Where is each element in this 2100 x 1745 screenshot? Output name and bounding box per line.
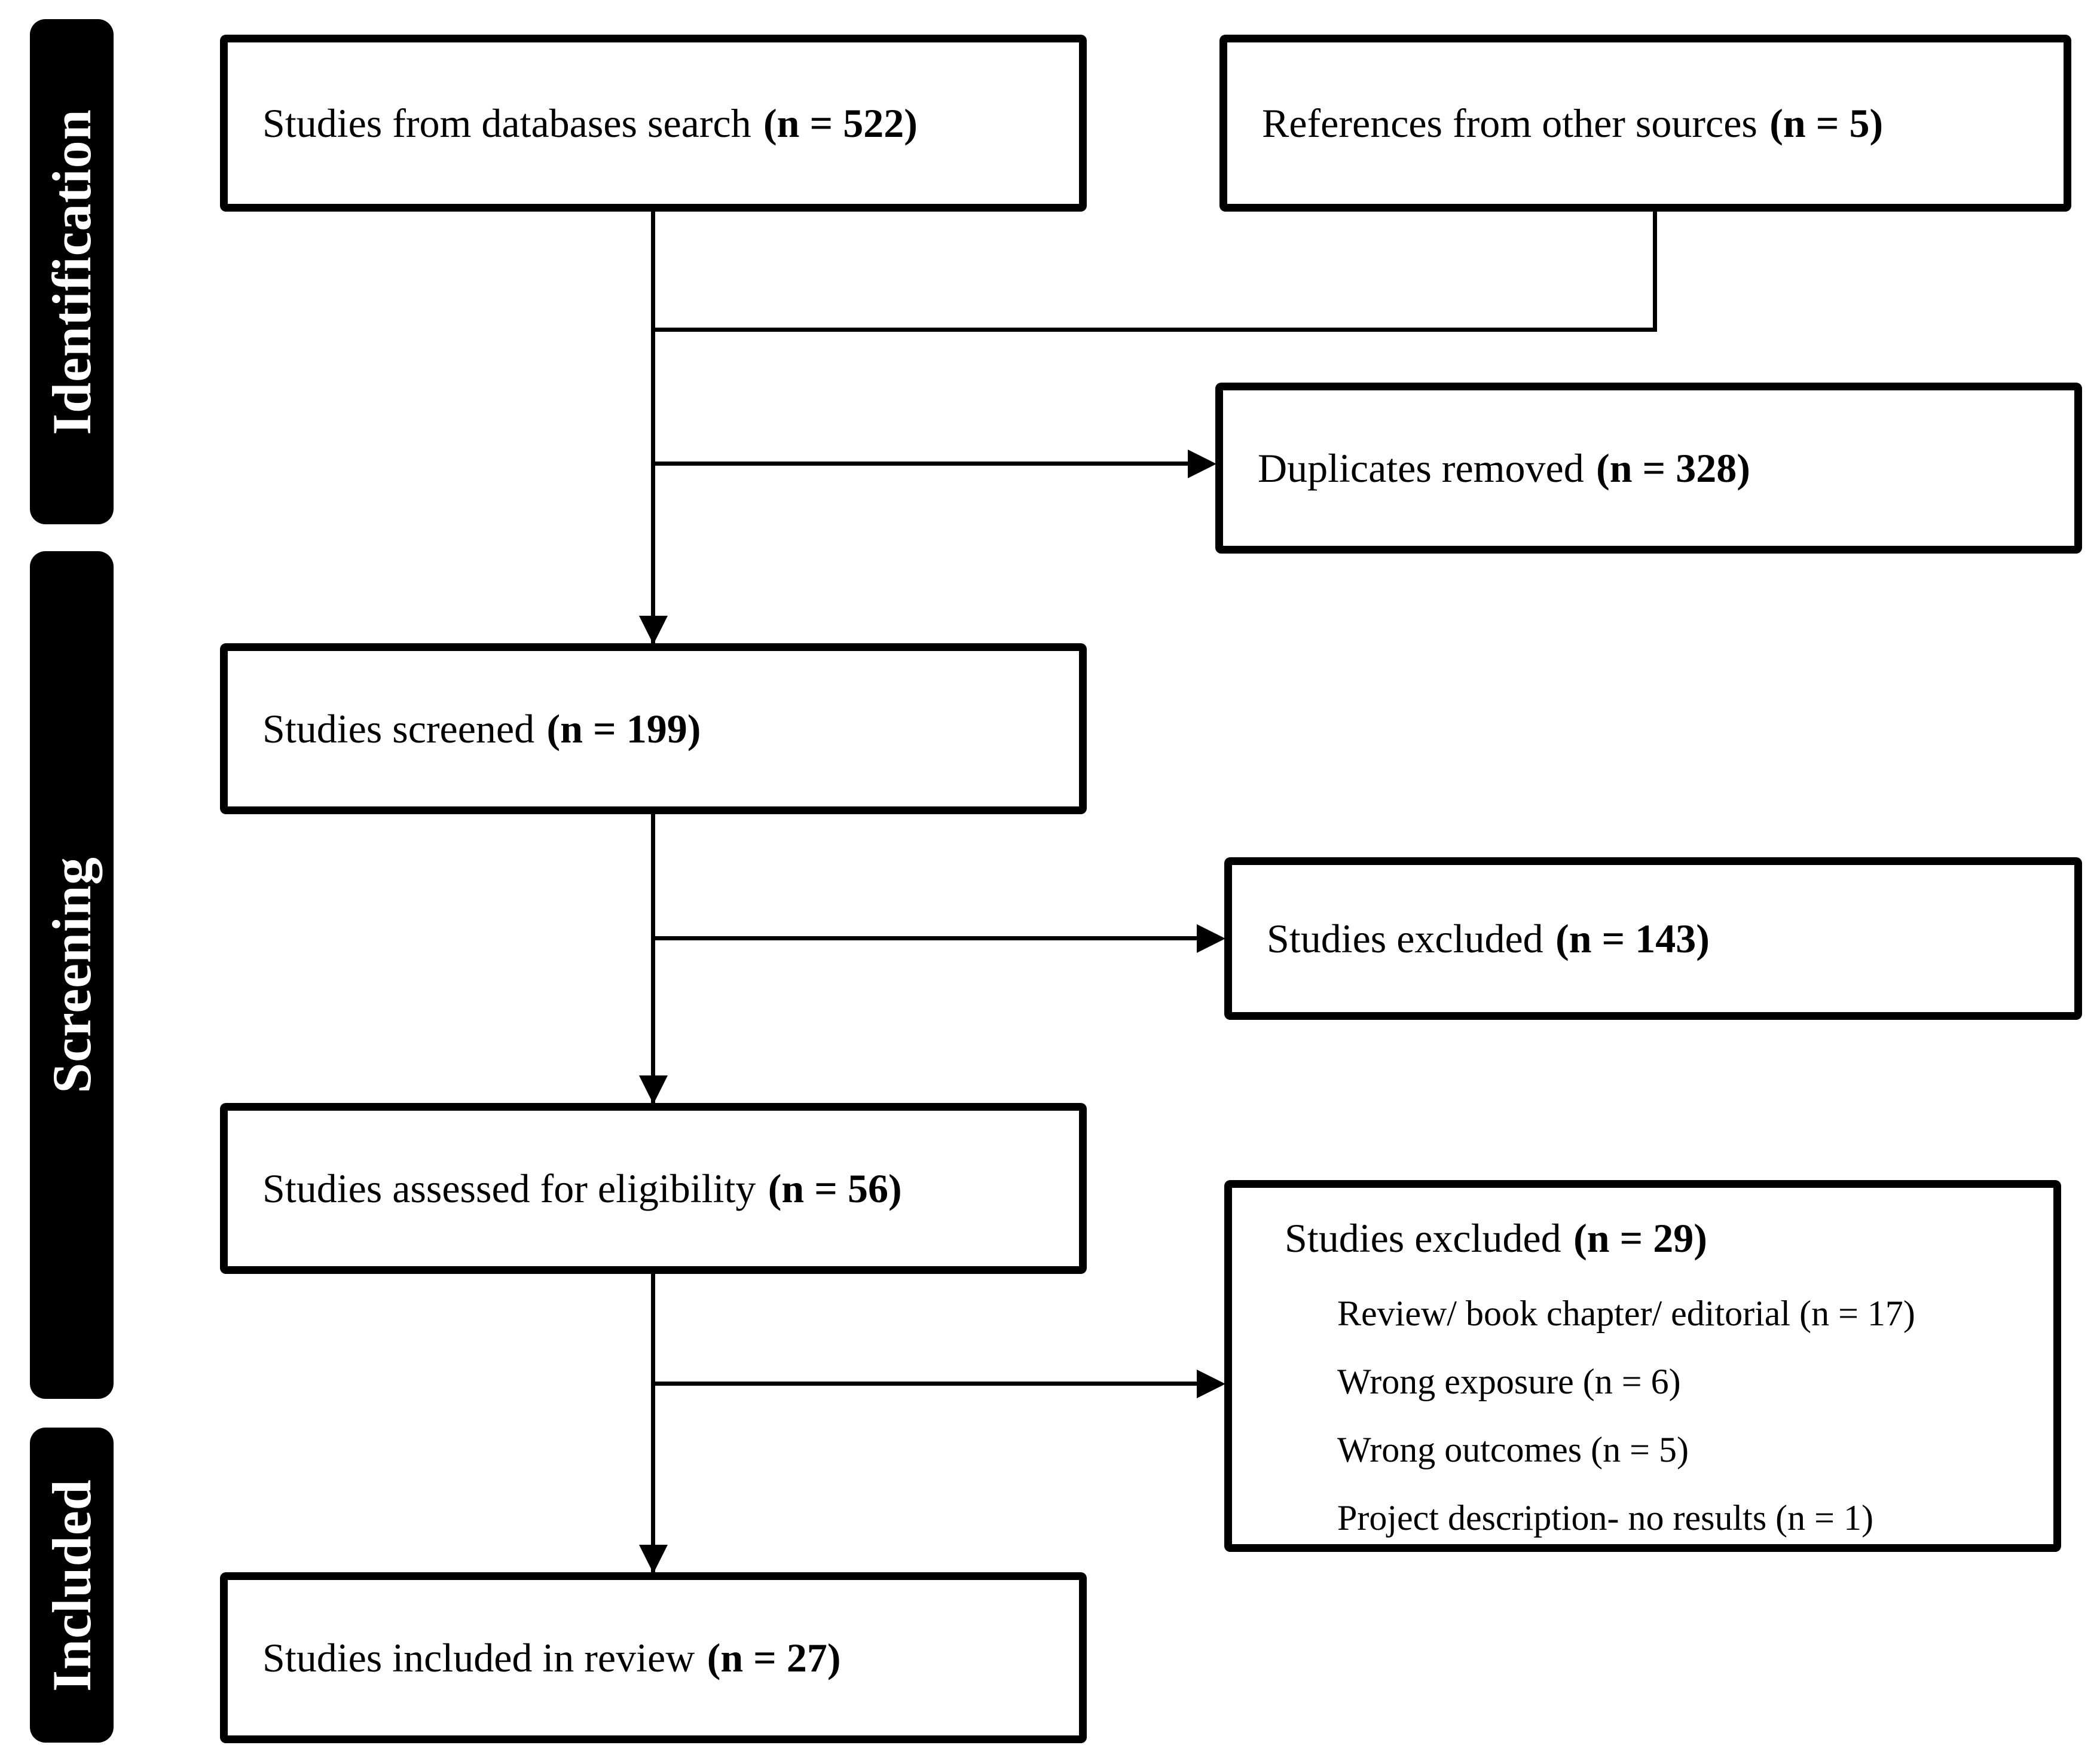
arrowhead-into-screened-icon bbox=[639, 616, 668, 644]
box-excluded-screening-count: (n = 143) bbox=[1555, 915, 1710, 961]
connector-eligibility-to-included bbox=[651, 1274, 655, 1575]
box-assessed-eligibility: Studies assessed for eligibility (n = 56) bbox=[220, 1103, 1087, 1274]
box-other-sources-label: References from other sources bbox=[1262, 100, 1757, 146]
box-duplicates-removed: Duplicates removed (n = 328) bbox=[1215, 383, 2082, 554]
box-assessed-eligibility-label: Studies assessed for eligibility bbox=[262, 1165, 756, 1211]
exclusion-reason-item: Wrong outcomes (n = 5) bbox=[1337, 1430, 1689, 1469]
box-other-sources-text: References from other sources (n = 5) bbox=[1227, 98, 1883, 149]
stage-label-included: Included bbox=[41, 1478, 103, 1692]
box-other-sources-count: (n = 5) bbox=[1769, 100, 1884, 146]
box-excluded-eligibility-label: Studies excluded bbox=[1285, 1215, 1561, 1261]
box-included-in-review-count: (n = 27) bbox=[707, 1634, 841, 1680]
connector-other-sources-drop bbox=[1653, 212, 1657, 332]
connector-databases-to-screened bbox=[651, 212, 655, 646]
box-assessed-eligibility-text: Studies assessed for eligibility (n = 56) bbox=[228, 1163, 902, 1214]
box-studies-screened-text: Studies screened(n = 199) bbox=[228, 704, 701, 754]
arrowhead-into-excluded-screening-icon bbox=[1197, 924, 1225, 953]
box-assessed-eligibility-count: (n = 56) bbox=[768, 1165, 902, 1211]
box-included-in-review-label: Studies included in review bbox=[262, 1634, 695, 1680]
exclusion-reason-item: Review/ book chapter/ editorial (n = 17) bbox=[1337, 1294, 1915, 1333]
box-excluded-screening-label: Studies excluded bbox=[1267, 915, 1543, 961]
box-excluded-screening-text: Studies excluded (n = 143) bbox=[1232, 913, 1710, 964]
exclusion-reason-list: Review/ book chapter/ editorial (n = 17)… bbox=[1285, 1279, 2035, 1552]
arrowhead-into-duplicates-icon bbox=[1188, 450, 1216, 478]
arrowhead-into-eligibility-icon bbox=[639, 1075, 668, 1104]
connector-to-duplicates bbox=[651, 462, 1193, 466]
box-excluded-eligibility: Studies excluded (n = 29) Review/ book ch… bbox=[1224, 1180, 2061, 1552]
box-duplicates-removed-count: (n = 328) bbox=[1596, 445, 1750, 491]
box-duplicates-removed-text: Duplicates removed (n = 328) bbox=[1223, 443, 1750, 494]
connector-to-excluded-screening bbox=[651, 936, 1202, 940]
box-studies-screened: Studies screened(n = 199) bbox=[220, 643, 1087, 814]
box-databases-search: Studies from databases search (n = 522) bbox=[220, 35, 1087, 212]
stage-bar-screening: Screening bbox=[30, 551, 114, 1399]
arrowhead-into-included-icon bbox=[639, 1545, 668, 1573]
box-databases-search-count: (n = 522) bbox=[763, 100, 918, 146]
box-excluded-eligibility-header: Studies excluded (n = 29) bbox=[1285, 1213, 2035, 1264]
box-studies-screened-label: Studies screened bbox=[262, 705, 535, 751]
arrowhead-into-excluded-eligibility-icon bbox=[1197, 1370, 1225, 1398]
box-databases-search-text: Studies from databases search (n = 522) bbox=[228, 98, 918, 149]
box-included-in-review: Studies included in review (n = 27) bbox=[220, 1572, 1087, 1743]
box-included-in-review-text: Studies included in review (n = 27) bbox=[228, 1633, 841, 1683]
box-excluded-screening: Studies excluded (n = 143) bbox=[1224, 857, 2082, 1020]
box-duplicates-removed-label: Duplicates removed bbox=[1258, 445, 1584, 491]
connector-merge-line bbox=[651, 328, 1657, 332]
stage-label-screening: Screening bbox=[41, 857, 103, 1093]
stage-bar-included: Included bbox=[30, 1428, 114, 1743]
stage-label-identification: Identification bbox=[41, 108, 102, 435]
exclusion-reason-item: Wrong exposure (n = 6) bbox=[1337, 1362, 1681, 1401]
box-excluded-eligibility-count: (n = 29) bbox=[1573, 1215, 1707, 1261]
box-other-sources: References from other sources (n = 5) bbox=[1219, 35, 2071, 212]
connector-to-excluded-eligibility bbox=[651, 1382, 1202, 1386]
box-studies-screened-count: (n = 199) bbox=[546, 705, 701, 751]
stage-bar-identification: Identification bbox=[30, 19, 114, 524]
connector-screened-to-eligibility bbox=[651, 814, 655, 1105]
exclusion-reason-item: Project description- no results (n = 1) bbox=[1337, 1498, 1873, 1538]
box-databases-search-label: Studies from databases search bbox=[262, 100, 751, 146]
